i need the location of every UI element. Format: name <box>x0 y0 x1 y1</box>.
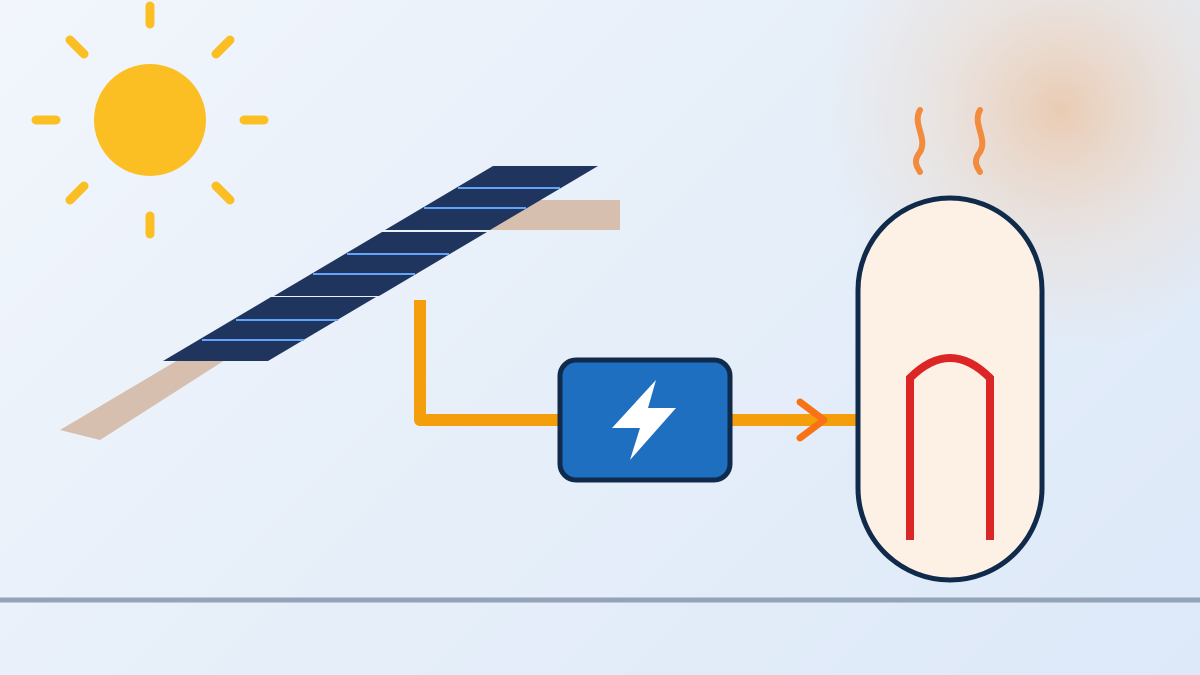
heating-element-icon <box>906 354 994 540</box>
sun-disc <box>94 64 206 176</box>
water-heater-icon <box>855 195 1045 583</box>
wire-panel-to-controller <box>414 300 560 426</box>
solar-panel-icon <box>163 166 598 361</box>
sun-icon <box>31 1 269 239</box>
panel-segment-1 <box>163 297 376 361</box>
panel-segment-2 <box>274 232 487 296</box>
lightning-bolt-icon <box>612 380 676 460</box>
panel-cell-lines <box>202 187 560 341</box>
steam-icon <box>912 107 986 175</box>
tank-body <box>855 195 1045 583</box>
steam-wisp-1 <box>912 107 926 175</box>
steam-wisp-2 <box>972 107 986 175</box>
controller-box <box>557 357 733 483</box>
panel-shadow <box>60 200 620 440</box>
panel-segment-3 <box>385 166 598 230</box>
sun-rays <box>31 1 269 239</box>
arrow-head-icon <box>796 398 828 442</box>
